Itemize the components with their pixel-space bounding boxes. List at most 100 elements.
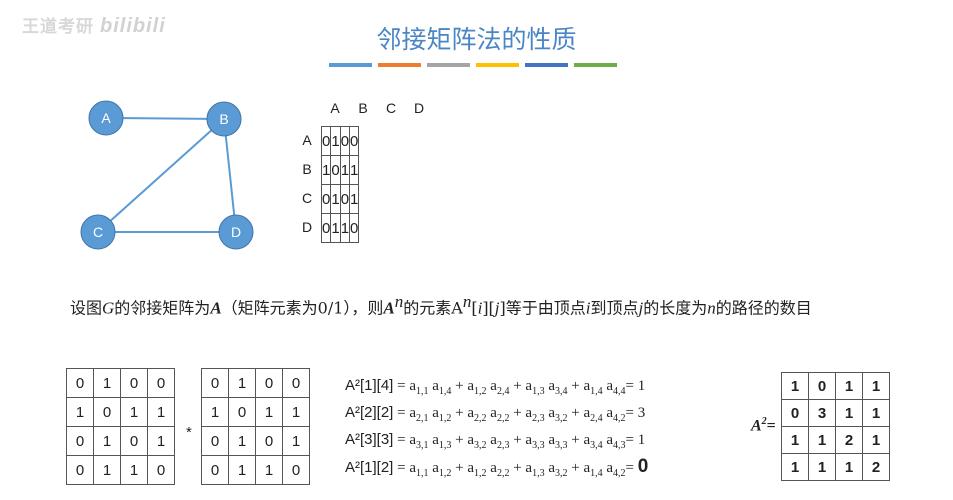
matrix-cell: 1 (808, 426, 836, 454)
title-bar-6 (574, 63, 617, 67)
matrix-cell: 0 (66, 368, 94, 398)
a-squared-label: A2= (751, 416, 776, 435)
matrix-cell: 1 (228, 368, 256, 398)
matrix-cell: 0 (282, 455, 310, 485)
matrix-cell: 0 (330, 155, 341, 185)
matrix-cell: 1 (120, 455, 148, 485)
node-label-A: A (101, 110, 111, 126)
matrix-cell: 1 (330, 213, 341, 243)
matrix-cell: 1 (93, 426, 121, 456)
node-D (218, 214, 254, 250)
column-header: D (413, 100, 425, 116)
matrix-cell: 0 (147, 455, 175, 485)
matrix-cell: 0 (120, 368, 148, 398)
column-header: A (330, 100, 340, 116)
node-label-C: C (93, 224, 103, 240)
formula-line: A²[2][2] = a2,1 a1,2 + a2,2 a2,2 + a2,3 … (345, 404, 646, 424)
formula-list: A²[1][4] = a1,1 a1,4 + a1,2 a2,4 + a1,3 … (345, 372, 648, 480)
matrix-cell: 1 (862, 426, 890, 454)
matrix-cell: 1 (330, 126, 341, 156)
matrix-cell: 0 (339, 184, 351, 214)
page-title: 邻接矩阵法的性质 (376, 25, 577, 54)
row-header: C (301, 190, 313, 206)
title-bar-2 (378, 63, 421, 67)
matrix-cell: 1 (120, 397, 148, 427)
title-bar-5 (525, 63, 568, 67)
matrix-cell: 2 (862, 453, 890, 481)
watermark-text: 王道考研 (22, 17, 94, 36)
column-header: C (385, 100, 397, 116)
matrix-cell: 1 (147, 397, 175, 427)
title-bar-3 (427, 63, 470, 67)
matrix-cell: 0 (320, 126, 332, 156)
edge-B-C (97, 118, 225, 233)
matrix-cell: 0 (255, 426, 283, 456)
edge-B-D (223, 118, 237, 233)
matrix-cell: 0 (808, 372, 836, 400)
matrix-cell: 1 (862, 399, 890, 427)
formula-line: A²[3][3] = a3,1 a1,3 + a3,2 a2,3 + a3,3 … (345, 431, 646, 451)
matrix-cell: 0 (66, 426, 94, 456)
matrix-cell: 1 (228, 455, 256, 485)
matrix-cell: 1 (201, 397, 229, 427)
matrix-cell: 1 (835, 399, 863, 427)
matrix-cell: 1 (93, 368, 121, 398)
matrix-cell: 1 (781, 372, 809, 400)
matrix-cell: 1 (835, 372, 863, 400)
multiply-symbol: * (186, 424, 192, 441)
matrix-cell: 0 (339, 126, 351, 156)
row-header: A (302, 132, 312, 148)
matrix-cell: 1 (330, 184, 341, 214)
node-label-D: D (231, 224, 241, 240)
matrix-cell: 0 (201, 455, 229, 485)
matrix-cell: 1 (349, 155, 360, 185)
matrix-cell: 0 (228, 397, 256, 427)
matrix-cell: 0 (320, 184, 332, 214)
matrix-cell: 0 (120, 426, 148, 456)
matrix-cell: 1 (255, 455, 283, 485)
matrix-cell: 1 (93, 455, 121, 485)
matrix-cell: 1 (339, 213, 351, 243)
watermark-logo: bilibili (100, 15, 166, 37)
matrix-cell: 2 (835, 426, 863, 454)
matrix-cell: 1 (282, 397, 310, 427)
matrix-cell: 0 (349, 126, 360, 156)
row-header: B (302, 161, 312, 177)
node-B (206, 101, 242, 137)
matrix-cell: 1 (320, 155, 332, 185)
matrix-cell: 1 (255, 397, 283, 427)
matrix-cell: 1 (349, 184, 360, 214)
matrix-cell: 0 (93, 397, 121, 427)
matrix-cell: 0 (781, 399, 809, 427)
title-bar-1 (329, 63, 372, 67)
watermark: 王道考研 bilibili (22, 12, 166, 38)
row-header: D (301, 219, 313, 235)
matrix-cell: 1 (808, 453, 836, 481)
formula-line: A²[1][2] = a1,1 a1,2 + a1,2 a2,2 + a1,3 … (345, 456, 649, 479)
matrix-cell: 1 (282, 426, 310, 456)
matrix-cell: 0 (201, 426, 229, 456)
property-statement: 设图G的邻接矩阵为A（矩阵元素为0/1），则An的元素An[i][j]等于由顶点… (70, 292, 812, 318)
title-underline (329, 63, 617, 67)
matrix-cell: 0 (349, 213, 360, 243)
